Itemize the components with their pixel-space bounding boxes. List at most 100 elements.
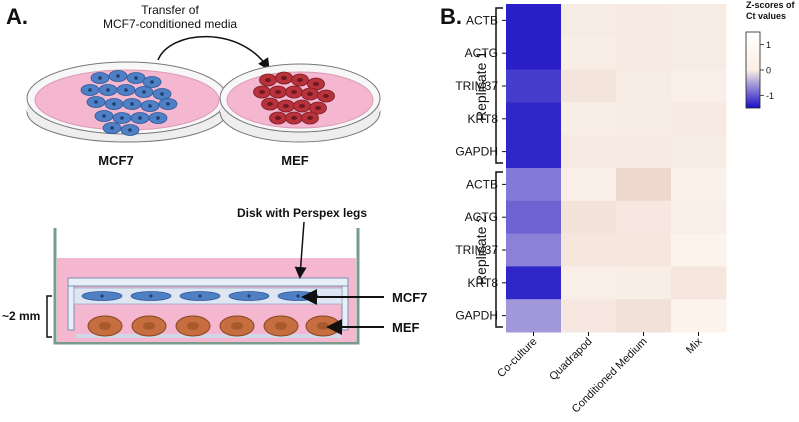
transfer-label-line2: MCF7-conditioned media xyxy=(103,17,237,31)
mcf7-cell-nucleus xyxy=(160,92,164,96)
heatmap-cell xyxy=(671,233,727,267)
mef-cell-nucleus xyxy=(299,104,305,108)
mef-cell-nucleus xyxy=(265,78,271,82)
mcf7-cell-nucleus xyxy=(106,88,110,92)
panel-b-label: B. xyxy=(440,4,462,29)
heatmap-cell xyxy=(561,102,617,136)
column-label: Mix xyxy=(684,335,705,356)
heatmap-cell xyxy=(561,233,617,267)
mcf7-cell-nucleus xyxy=(98,76,102,80)
mef-cell-nucleus xyxy=(291,116,297,120)
heatmap-cell xyxy=(616,233,672,267)
colorbar-title-line1: Z-scores of xyxy=(746,0,796,10)
mef-cell-nucleus xyxy=(275,116,281,120)
disk-arrow xyxy=(294,221,307,279)
mef-layer-nucleus xyxy=(143,322,155,330)
mcf7-cell-nucleus xyxy=(138,116,142,120)
heatmap-cell xyxy=(671,168,727,202)
column-label: Quadrapod xyxy=(547,336,594,383)
row-label: ACTG xyxy=(465,46,498,60)
panel-a-label: A. xyxy=(6,4,28,29)
row-label: KRT8 xyxy=(468,276,499,290)
heatmap-cell xyxy=(616,168,672,202)
heatmap-cell xyxy=(561,135,617,169)
mef-layer-nucleus xyxy=(231,322,243,330)
mef-layer-cells xyxy=(87,315,341,337)
coculture-device xyxy=(53,228,360,345)
mef-cell-nucleus xyxy=(307,92,313,96)
heatmap-cell xyxy=(616,69,672,103)
mef-layer-nucleus xyxy=(275,322,287,330)
colorbar-ticks: 10-1 xyxy=(760,40,774,101)
mcf7-layer-nucleus xyxy=(149,294,153,298)
mef-cell-nucleus xyxy=(275,90,281,94)
mcf7-cell-nucleus xyxy=(124,88,128,92)
mef-layer-nucleus xyxy=(187,322,199,330)
panel-a: A. Transfer of MCF7-conditioned media MC… xyxy=(2,3,427,345)
mef-layer-nucleus xyxy=(99,322,111,330)
mcf7-cell-nucleus xyxy=(120,116,124,120)
heatmap-cell xyxy=(616,200,672,235)
colorbar-tick-label: 0 xyxy=(766,66,771,76)
heatmap-cell xyxy=(506,200,562,235)
heatmap-cell xyxy=(506,168,562,202)
row-label: ACTB xyxy=(466,177,498,191)
dish-right-label: MEF xyxy=(281,153,309,168)
mcf7-layer-cells xyxy=(81,291,319,301)
mcf7-layer-nucleus xyxy=(247,294,251,298)
heatmap-cell xyxy=(506,135,562,169)
mcf7-cell-nucleus xyxy=(148,104,152,108)
heatmap-cell xyxy=(561,4,617,38)
heatmap-cell xyxy=(561,299,617,333)
mcf7-layer-nucleus xyxy=(296,294,300,298)
heatmap-cell xyxy=(671,299,727,333)
row-label: TRIM37 xyxy=(455,243,498,257)
mcf7-cell-nucleus xyxy=(112,102,116,106)
heatmap-cell xyxy=(506,69,562,103)
mef-layer-nucleus xyxy=(317,322,329,330)
layer-bottom-label: MEF xyxy=(392,320,420,335)
gap-bracket xyxy=(46,295,52,338)
mef-cell-nucleus xyxy=(323,94,329,98)
heatmap-cell xyxy=(561,36,617,71)
heatmap-cell xyxy=(671,36,727,71)
row-label: ACTB xyxy=(466,13,498,27)
mcf7-cell-nucleus xyxy=(110,126,114,130)
heatmap-cell xyxy=(671,4,727,38)
mef-cell-nucleus xyxy=(291,90,297,94)
heatmap-cell xyxy=(506,102,562,136)
heatmap-cell xyxy=(561,266,617,300)
disk-label: Disk with Perspex legs xyxy=(237,206,367,220)
mef-cell-cluster xyxy=(253,71,335,125)
heatmap-cell xyxy=(616,299,672,333)
replicate-2-bracket xyxy=(495,171,503,328)
transfer-arrow xyxy=(157,35,270,71)
heatmap-cell xyxy=(561,69,617,103)
heatmap-cell xyxy=(506,299,562,333)
heatmap-cell xyxy=(506,4,562,38)
row-label: TRIM37 xyxy=(455,79,498,93)
gap-label: ~2 mm xyxy=(2,309,40,323)
replicate-1-label: Replicate 1 xyxy=(473,51,489,121)
mcf7-cell-cluster xyxy=(80,70,178,136)
mcf7-cell-nucleus xyxy=(142,90,146,94)
row-label: GAPDH xyxy=(455,309,498,323)
heatmap-cell xyxy=(671,69,727,103)
heatmap-cell xyxy=(671,102,727,136)
mcf7-dish xyxy=(26,61,228,143)
heatmap-cell xyxy=(616,4,672,38)
mcf7-cell-nucleus xyxy=(134,76,138,80)
row-label: GAPDH xyxy=(455,145,498,159)
mcf7-cell-nucleus xyxy=(156,116,160,120)
colorbar-tick-label: 1 xyxy=(766,40,771,50)
mcf7-cell-nucleus xyxy=(102,114,106,118)
mef-cell-nucleus xyxy=(315,106,321,110)
mcf7-cell-nucleus xyxy=(94,100,98,104)
mcf7-cell-nucleus xyxy=(130,102,134,106)
mef-cell-nucleus xyxy=(281,76,287,80)
mef-cell-nucleus xyxy=(307,116,313,120)
colorbar xyxy=(745,31,761,109)
mcf7-cell-nucleus xyxy=(116,74,120,78)
